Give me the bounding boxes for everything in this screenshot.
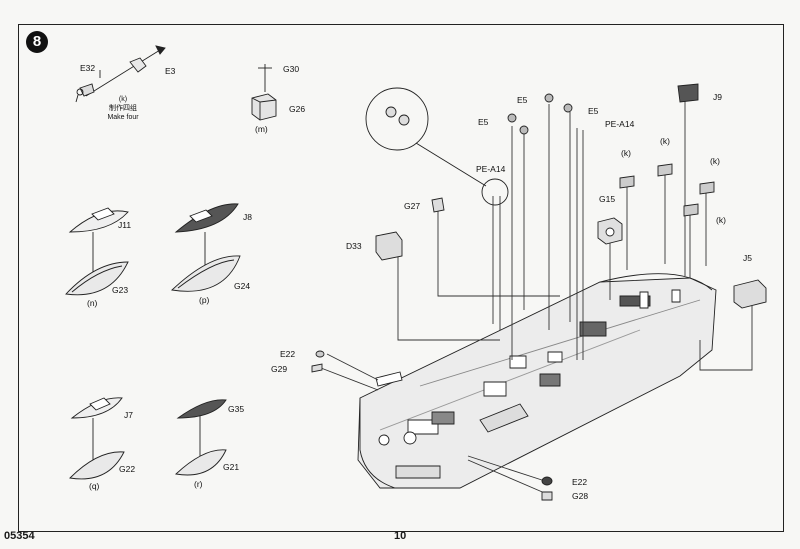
part-label-pe-a14-b: PE-A14 [476, 164, 506, 174]
subassembly-k-note: Make four [107, 114, 139, 121]
part-label-e22-b: E22 [572, 477, 588, 487]
subassembly-r-tag: (r) [194, 479, 203, 489]
subassembly-p-tag: (p) [199, 295, 210, 305]
part-label-g15: G15 [599, 194, 616, 204]
subassembly-k-ref-1: (k) [621, 148, 631, 158]
part-label-j5: J5 [743, 253, 752, 263]
subassembly-k-tag: (k) [118, 96, 128, 103]
part-label-g29: G29 [271, 364, 288, 374]
subassembly-k-ref-4: (k) [716, 215, 726, 225]
kit-code: 05354 [4, 530, 35, 542]
davit-subassembly-drawing [76, 46, 165, 102]
page-frame [18, 24, 784, 532]
boat-n-drawing [66, 208, 128, 295]
part-label-e5-b: E5 [588, 106, 599, 116]
part-label-g23: G23 [112, 285, 129, 295]
part-label-e22-a: E22 [280, 349, 296, 359]
subassembly-m-drawing [252, 64, 276, 120]
subassembly-k-ref-2: (k) [660, 136, 670, 146]
boat-p-drawing [172, 204, 240, 291]
part-label-g30: G30 [283, 64, 300, 74]
small-parts [312, 84, 766, 500]
part-label-pe-a14-a: PE-A14 [605, 119, 635, 129]
part-label-g26: G26 [289, 104, 306, 114]
boat-q-drawing [70, 398, 124, 479]
leader-lines [321, 100, 752, 494]
part-label-g27: G27 [404, 201, 421, 211]
part-label-j7: J7 [124, 410, 133, 420]
part-label-j8: J8 [243, 212, 252, 222]
part-label-j11: J11 [118, 220, 132, 230]
detail-magnifier [366, 88, 508, 205]
step-number-badge: 8 [26, 31, 48, 53]
subassembly-n-tag: (n) [87, 298, 98, 308]
part-label-e5-c: E5 [478, 117, 489, 127]
boat-r-drawing [176, 400, 226, 475]
part-label-g21: G21 [223, 462, 240, 472]
hull-drawing [358, 274, 716, 488]
part-label-g28: G28 [572, 491, 589, 501]
part-label-g24: G24 [234, 281, 251, 291]
part-label-e32: E32 [80, 63, 96, 73]
subassembly-m-tag: (m) [255, 124, 268, 134]
part-label-j9: J9 [713, 92, 722, 102]
part-label-d33: D33 [346, 241, 362, 251]
subassembly-q-tag: (q) [89, 481, 100, 491]
subassembly-k-ref-3: (k) [710, 156, 720, 166]
page-number: 10 [394, 530, 407, 542]
part-label-e5-a: E5 [517, 95, 528, 105]
part-label-e3: E3 [165, 66, 176, 76]
part-label-g35: G35 [228, 404, 245, 414]
subassembly-k-chinese-note: 制作四组 [109, 105, 137, 112]
part-label-g22: G22 [119, 464, 136, 474]
